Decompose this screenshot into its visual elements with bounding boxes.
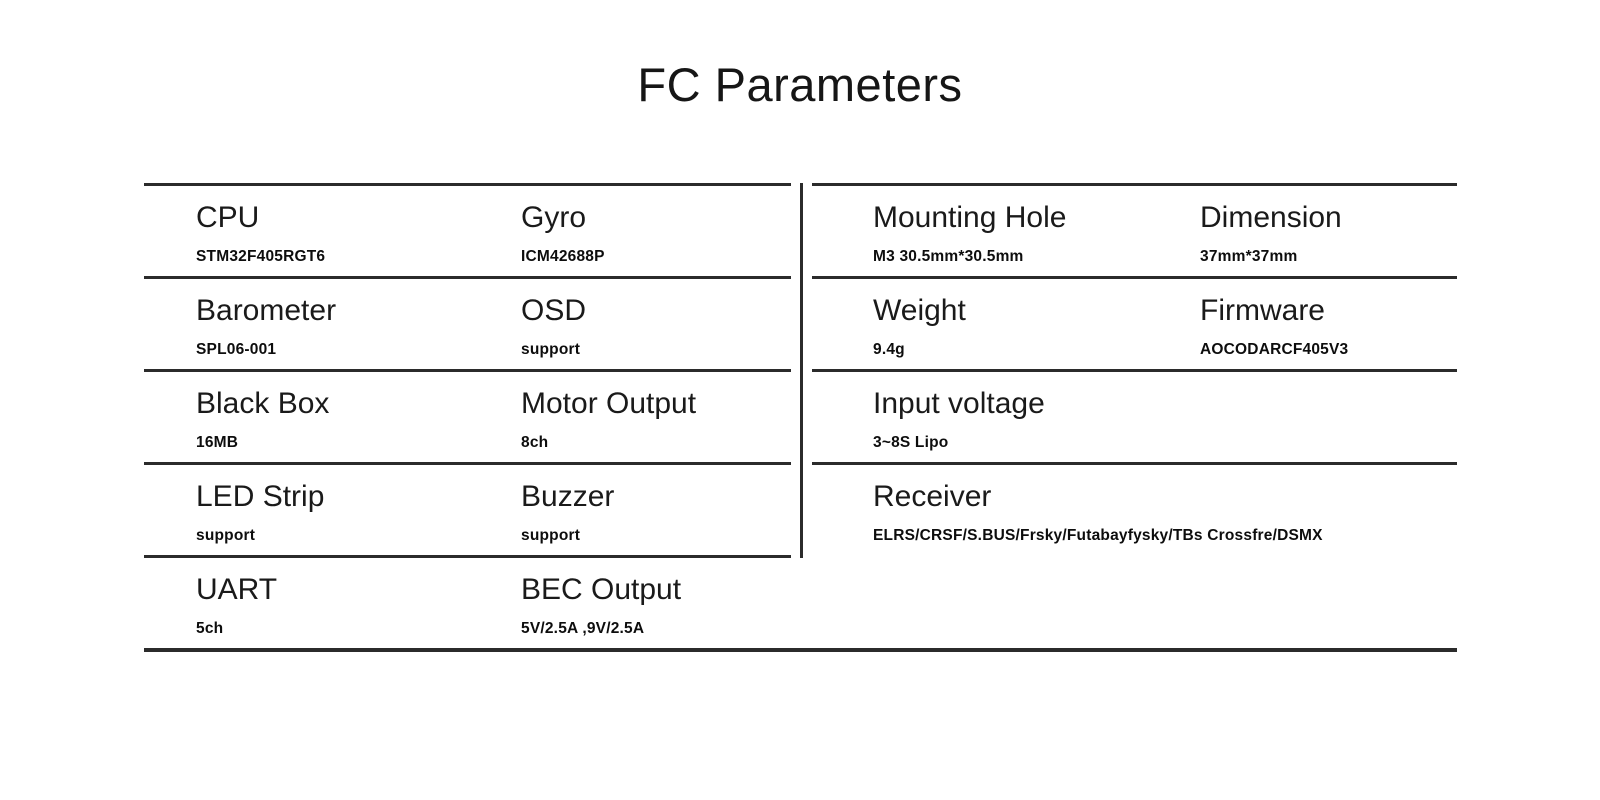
spec-label: CPU (196, 201, 260, 234)
spec-cell-black-box: Black Box 16MB (144, 372, 521, 462)
spec-table-right: Mounting Hole M3 30.5mm*30.5mm Dimension… (812, 183, 1457, 555)
spec-cell-input-voltage: Input voltage 3~8S Lipo (812, 372, 1457, 462)
spec-cell-cpu: CPU STM32F405RGT6 (144, 186, 521, 276)
spec-label: Dimension (1200, 201, 1342, 234)
table-row: UART 5ch BEC Output 5V/2.5A ,9V/2.5A (144, 555, 791, 648)
spec-value: 9.4g (873, 341, 905, 358)
table-row: Weight 9.4g Firmware AOCODARCF405V3 (812, 276, 1457, 369)
spec-label: Input voltage (873, 387, 1045, 420)
spec-value: ICM42688P (521, 248, 605, 265)
spec-value: SPL06-001 (196, 341, 277, 358)
spec-label: UART (196, 573, 278, 606)
spec-value: 16MB (196, 434, 239, 451)
spec-label: LED Strip (196, 480, 325, 513)
spec-cell-bec-output: BEC Output 5V/2.5A ,9V/2.5A (521, 558, 791, 648)
spec-cell-gyro: Gyro ICM42688P (521, 186, 791, 276)
spec-value: 8ch (521, 434, 549, 451)
table-row: Receiver ELRS/CRSF/S.BUS/Frsky/Futabayfy… (812, 462, 1457, 555)
spec-label: Barometer (196, 294, 337, 327)
spec-value: support (521, 527, 581, 544)
spec-label: Motor Output (521, 387, 697, 420)
spec-value: support (196, 527, 256, 544)
spec-value: 5ch (196, 620, 224, 637)
spec-table-left: CPU STM32F405RGT6 Gyro ICM42688P Baromet… (144, 183, 791, 648)
spec-cell-buzzer: Buzzer support (521, 465, 791, 555)
spec-value: M3 30.5mm*30.5mm (873, 248, 1024, 265)
table-row: Mounting Hole M3 30.5mm*30.5mm Dimension… (812, 183, 1457, 276)
spec-cell-motor-output: Motor Output 8ch (521, 372, 791, 462)
spec-label: Weight (873, 294, 966, 327)
spec-value: 37mm*37mm (1200, 248, 1298, 265)
table-row: Input voltage 3~8S Lipo (812, 369, 1457, 462)
spec-cell-firmware: Firmware AOCODARCF405V3 (1200, 279, 1457, 369)
spec-cell-mounting-hole: Mounting Hole M3 30.5mm*30.5mm (812, 186, 1200, 276)
spec-label: OSD (521, 294, 587, 327)
spec-label: BEC Output (521, 573, 682, 606)
table-row: Barometer SPL06-001 OSD support (144, 276, 791, 369)
spec-cell-led-strip: LED Strip support (144, 465, 521, 555)
spec-label: Firmware (1200, 294, 1325, 327)
spec-value: 5V/2.5A ,9V/2.5A (521, 620, 645, 637)
table-row: CPU STM32F405RGT6 Gyro ICM42688P (144, 183, 791, 276)
spec-cell-receiver: Receiver ELRS/CRSF/S.BUS/Frsky/Futabayfy… (812, 465, 1457, 555)
spec-label: Mounting Hole (873, 201, 1067, 234)
spec-cell-uart: UART 5ch (144, 558, 521, 648)
spec-label: Receiver (873, 480, 992, 513)
spec-label: Gyro (521, 201, 587, 234)
spec-value: 3~8S Lipo (873, 434, 949, 451)
spec-label: Buzzer (521, 480, 615, 513)
spec-label: Black Box (196, 387, 330, 420)
spec-cell-weight: Weight 9.4g (812, 279, 1200, 369)
vertical-divider (800, 183, 803, 558)
table-row: Black Box 16MB Motor Output 8ch (144, 369, 791, 462)
table-row: LED Strip support Buzzer support (144, 462, 791, 555)
page-title: FC Parameters (637, 58, 963, 111)
spec-value: ELRS/CRSF/S.BUS/Frsky/Futabayfysky/TBs C… (873, 527, 1323, 544)
spec-cell-dimension: Dimension 37mm*37mm (1200, 186, 1457, 276)
spec-cell-osd: OSD support (521, 279, 791, 369)
spec-value: support (521, 341, 581, 358)
spec-cell-barometer: Barometer SPL06-001 (144, 279, 521, 369)
spec-value: AOCODARCF405V3 (1200, 341, 1349, 358)
spec-tables: CPU STM32F405RGT6 Gyro ICM42688P Baromet… (144, 183, 1457, 652)
spec-value: STM32F405RGT6 (196, 248, 326, 265)
